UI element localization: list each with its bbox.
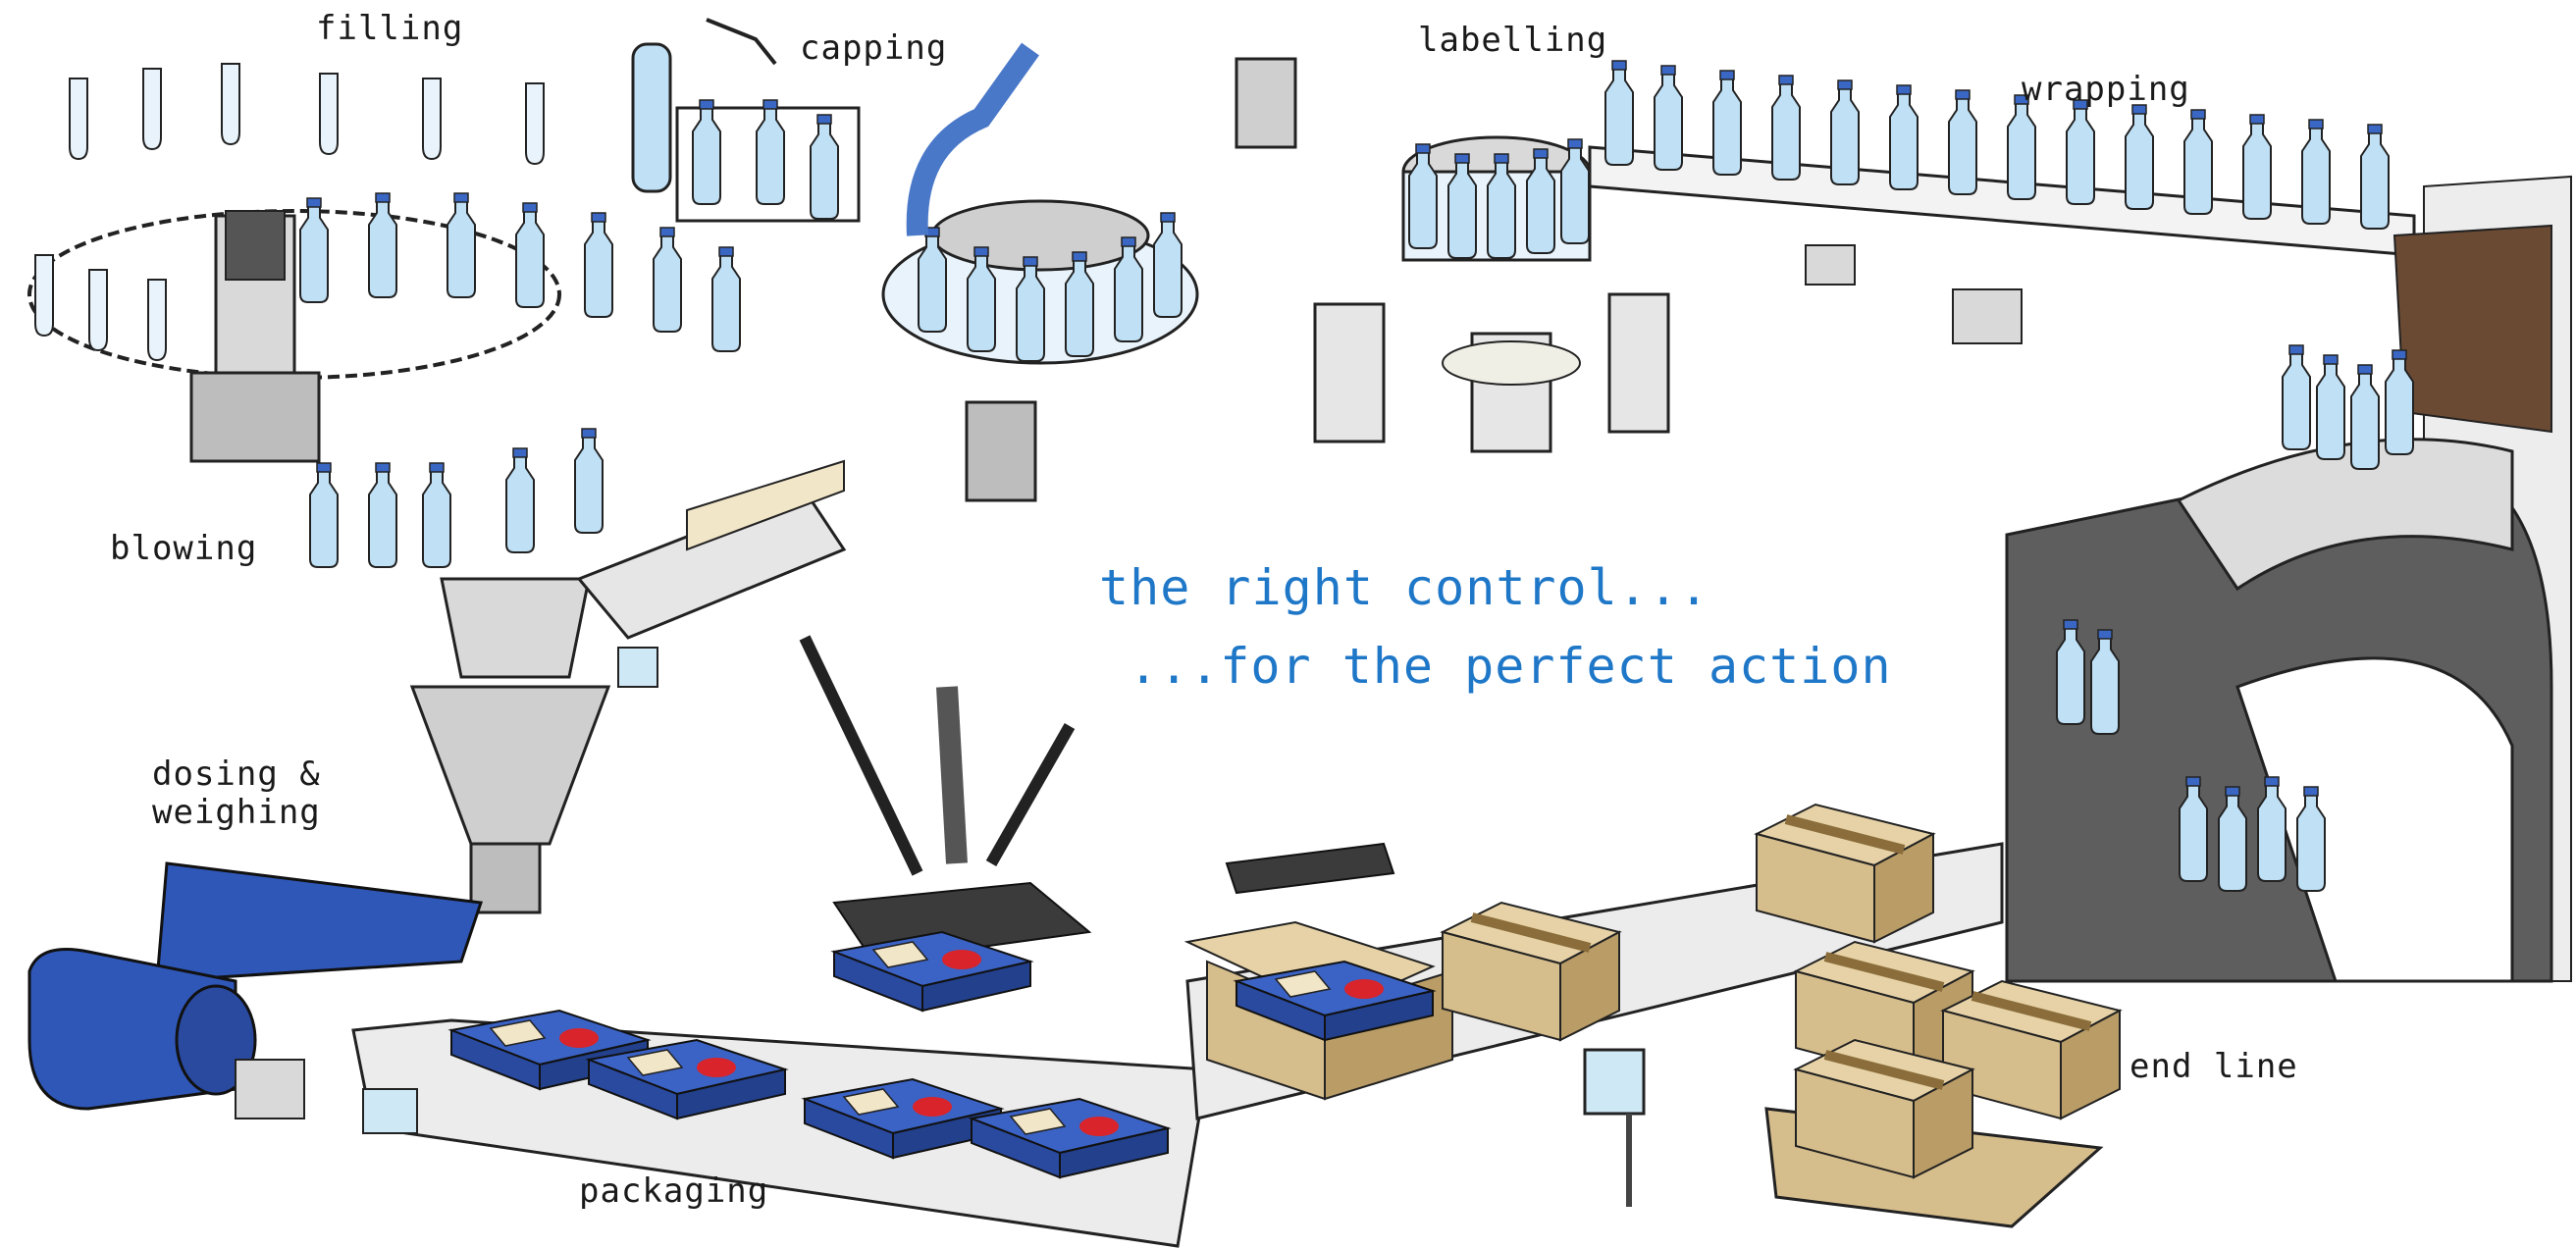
dosing-label-line2: weighing: [152, 793, 321, 833]
pallet-stack: [1583, 942, 2120, 1228]
delta-robot-packaging: [799, 635, 1092, 1012]
filling-label: filling: [316, 9, 464, 48]
end-line-label: end line: [2129, 1047, 2298, 1086]
tagline-line2: ...for the perfect action: [1129, 638, 1892, 695]
end-line-station: [2005, 175, 2572, 983]
rotary-filler: [881, 42, 1199, 502]
wrapping-conveyor: [1588, 60, 2416, 344]
dosing-label-line1: dosing &: [152, 755, 321, 794]
labelling-station: [1235, 57, 1670, 453]
capping-label: capping: [800, 28, 948, 68]
blowing-machine: [189, 210, 321, 463]
tagline-line1: the right control...: [1099, 559, 1710, 616]
packaging-conveyor: [351, 1010, 1209, 1248]
wrapping-label: wrapping: [2022, 70, 2190, 109]
capping-station: [631, 18, 861, 223]
case-packing-station: [1183, 805, 2004, 1120]
packaging-label: packaging: [579, 1171, 769, 1211]
film-roll: [27, 861, 484, 1119]
filling-station: [27, 63, 741, 568]
dosing-weighing-label: dosing & weighing: [152, 755, 321, 832]
blowing-label: blowing: [110, 529, 258, 568]
dosing-weighing-station: [409, 459, 847, 914]
blown-bottle-row: [299, 192, 741, 568]
labelling-label: labelling: [1418, 21, 1608, 60]
